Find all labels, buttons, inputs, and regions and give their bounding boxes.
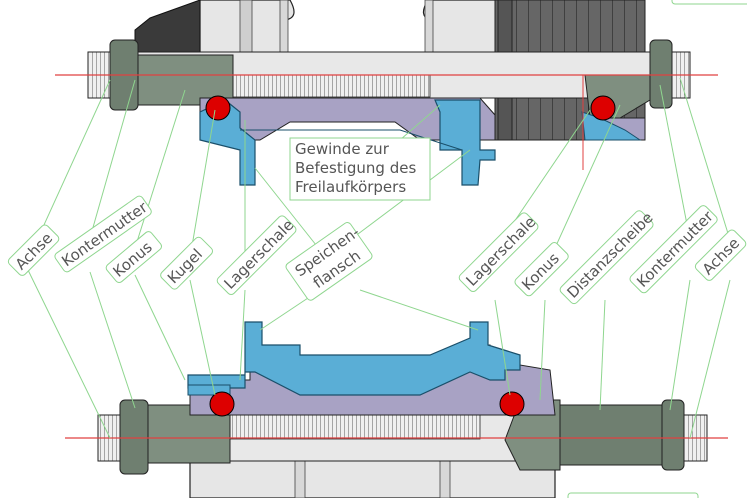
bottom-right-locknut (661, 399, 685, 471)
edge-label-box-bottom (567, 492, 699, 498)
bottom-right-ball (499, 391, 525, 417)
label-left-kugel: Kugel (160, 236, 214, 290)
label-left-lagerschale: Lagerschale (216, 215, 298, 296)
top-hub-assembly (55, 0, 718, 186)
top-left-ball (205, 95, 231, 121)
bottom-left-locknut (119, 399, 149, 475)
label-gewinde: Gewinde zur Befestigung des Freilaufkörp… (289, 137, 431, 201)
label-gewinde-line3: Freilaufkörpers (295, 178, 406, 196)
top-right-ball (590, 95, 616, 121)
bottom-hub-section (187, 321, 521, 396)
label-gewinde-line1: Gewinde zur (295, 140, 390, 158)
top-right-locknut (649, 39, 673, 109)
label-speichenflansch: Speichen- flansch (285, 222, 373, 301)
bottom-hub-assembly (65, 321, 728, 498)
edge-label-box-top (671, 0, 747, 5)
bottom-spacer (559, 404, 663, 466)
label-gewinde-line2: Befestigung des (295, 159, 416, 177)
bottom-left-ball (209, 391, 235, 417)
label-left-lagerschale-text: Lagerschale (221, 216, 298, 293)
label-left-achse: Achse (7, 224, 60, 276)
